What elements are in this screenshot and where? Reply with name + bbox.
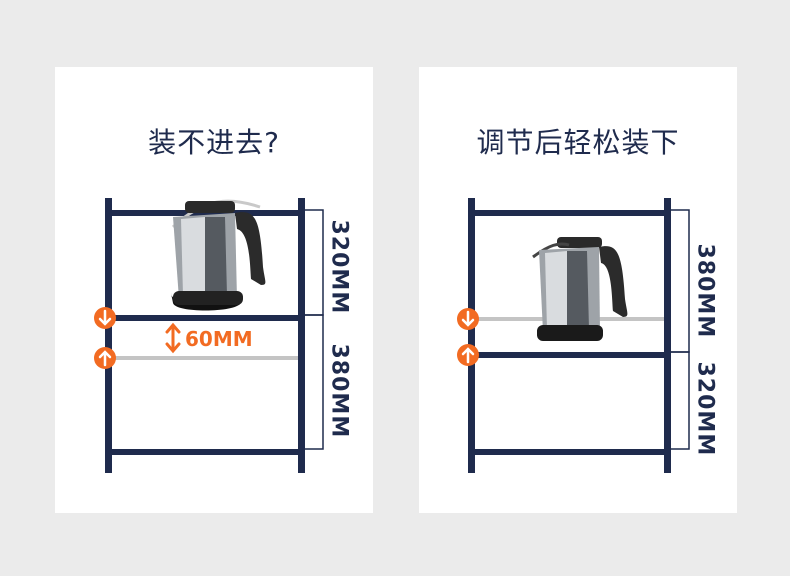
panel-title: 装不进去? [148, 126, 280, 159]
panel-before: 装不进去? [55, 67, 373, 513]
bottom-height-label: 380MM [326, 343, 352, 439]
arrow-up-icon [94, 347, 116, 369]
panel-after: 调节后轻松装下 380MM 320MM [419, 67, 737, 513]
dim-bracket-bottom [671, 351, 690, 450]
top-height-label: 380MM [692, 243, 718, 339]
shelf-middle [470, 352, 668, 358]
double-arrow-icon [165, 322, 181, 354]
arrow-down-icon [94, 307, 116, 329]
dim-bracket-bottom [305, 314, 324, 450]
kettle [171, 199, 266, 311]
arrow-up-icon [457, 344, 479, 366]
shelf-illustration [94, 198, 324, 473]
shelf-ghost [112, 356, 298, 360]
shelf-post [664, 198, 671, 473]
gap-label: 60MM [185, 327, 253, 351]
dim-bracket-top [305, 209, 324, 316]
arrow-down-icon [457, 308, 479, 330]
shelf-bottom [470, 449, 668, 455]
shelf-post [468, 198, 475, 473]
shelf-top [470, 210, 668, 216]
panel-title: 调节后轻松装下 [476, 126, 680, 159]
shelf-post [298, 198, 305, 473]
shelf-illustration [457, 198, 690, 473]
kettle [532, 237, 628, 341]
shelf-post [105, 198, 112, 473]
dim-bracket-top [671, 209, 690, 353]
top-height-label: 320MM [326, 219, 352, 315]
bottom-height-label: 320MM [692, 361, 718, 457]
shelf-middle [107, 315, 303, 321]
shelf-bottom [107, 449, 303, 455]
